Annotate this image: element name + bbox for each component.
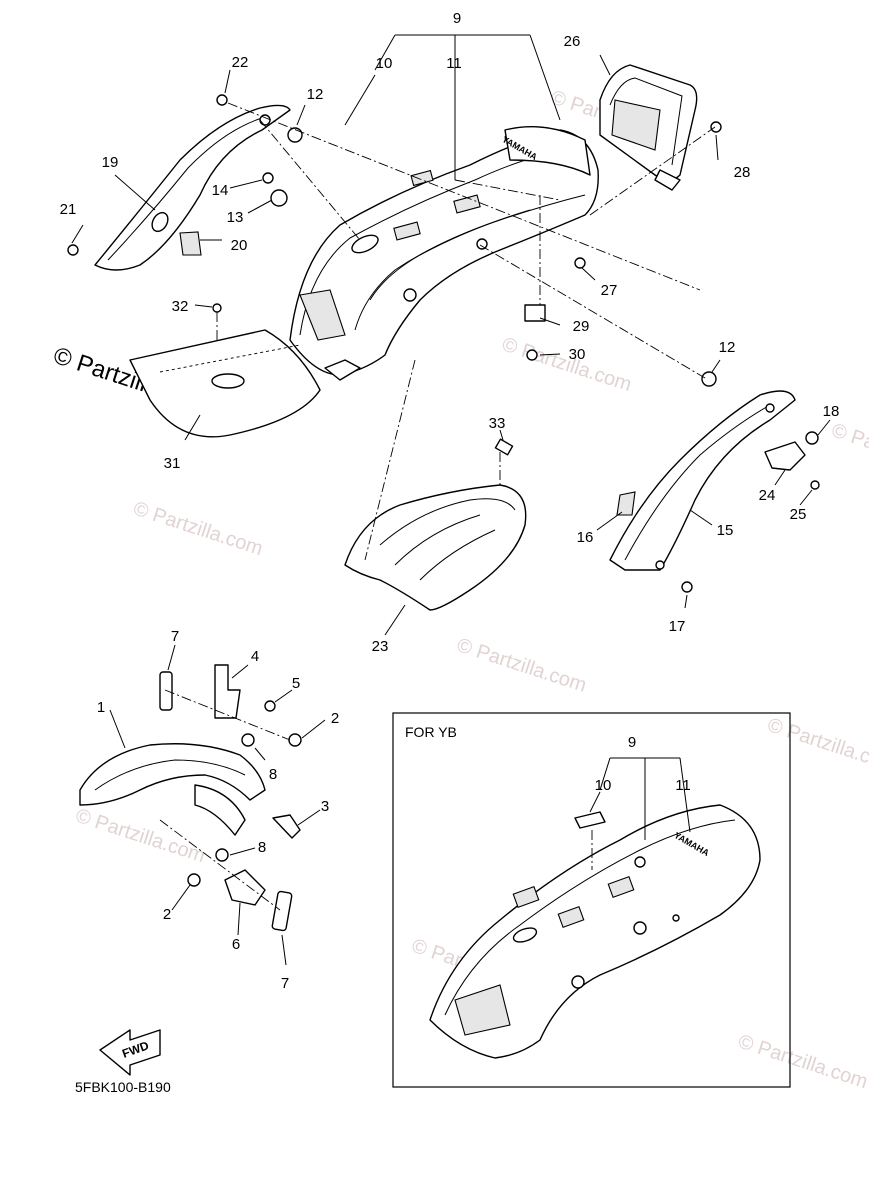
callout-18: 18	[823, 403, 840, 420]
callout-15: 15	[717, 522, 734, 539]
inset-callout-11: 11	[675, 777, 691, 794]
callout-4: 4	[251, 648, 259, 665]
callout-28: 28	[734, 164, 751, 181]
callout-19: 19	[102, 154, 119, 171]
callout-16: 16	[577, 529, 594, 546]
callout-24: 24	[759, 487, 776, 504]
callout-8: 8	[269, 766, 277, 783]
callout-9: 9	[453, 10, 461, 27]
watermark-text: © Partzilla.com	[735, 1031, 869, 1094]
callout-3: 3	[321, 798, 329, 815]
clamp-3	[272, 814, 301, 839]
callout-29: 29	[573, 318, 590, 335]
callout-25: 25	[790, 506, 807, 523]
callout-11: 11	[446, 55, 462, 72]
callout-21: 21	[60, 201, 77, 218]
watermark-text: © Partzilla.com	[73, 805, 208, 868]
fwd-arrow: FWD	[99, 1029, 161, 1076]
bracket-6	[224, 869, 266, 906]
callout-31: 31	[164, 455, 181, 472]
callout-33: 33	[489, 415, 506, 432]
rear-flap	[129, 329, 321, 438]
watermark-text: © Partzilla.com	[454, 634, 589, 697]
tail-light	[599, 64, 698, 191]
grab-bar-left	[94, 104, 291, 271]
diagram-code: 5FBK100-B190	[75, 1079, 171, 1095]
inner-fender	[344, 484, 527, 611]
callout-6: 6	[232, 936, 240, 953]
callout-7: 7	[171, 628, 179, 645]
callout-23: 23	[372, 638, 389, 655]
watermark-text: © Partzilla.com	[829, 420, 869, 483]
callout-22: 22	[232, 54, 249, 71]
callout-2b: 2	[163, 906, 171, 923]
callout-1: 1	[97, 699, 105, 716]
callout-26: 26	[564, 33, 581, 50]
callouts: 9 10 11 26 22 12 19 14 13 21 20 28 27 32…	[60, 10, 840, 992]
inset-callout-9: 9	[628, 734, 636, 751]
bracket-4	[214, 664, 241, 719]
callout-14: 14	[212, 182, 229, 199]
callout-30: 30	[569, 346, 586, 363]
watermark-text: © Partzilla.com	[499, 333, 634, 396]
rear-fender: YAMAHA	[289, 126, 599, 381]
watermark-text: © Partzilla.com	[765, 714, 869, 777]
inset-title: FOR YB	[405, 724, 457, 740]
leader-lines	[71, 34, 831, 966]
watermark-text: © Partzilla.com	[131, 498, 266, 561]
dash-lines	[159, 102, 716, 911]
callout-17: 17	[669, 618, 686, 635]
reflector-7	[159, 671, 173, 711]
callout-8b: 8	[258, 839, 266, 856]
callout-20: 20	[231, 237, 248, 254]
callout-10: 10	[376, 55, 393, 72]
inset-fender: YAMAHA	[429, 757, 761, 1059]
callout-12b: 12	[719, 339, 736, 356]
callout-2: 2	[331, 710, 339, 727]
inset-callout-10: 10	[595, 777, 612, 794]
reflector-7b	[271, 890, 293, 932]
callout-7b: 7	[281, 975, 289, 992]
callout-32: 32	[172, 298, 189, 315]
callout-13: 13	[227, 209, 244, 226]
grab-bar-right	[609, 390, 796, 571]
bracket-24	[764, 441, 806, 471]
hardware	[67, 94, 820, 887]
front-fender	[79, 743, 266, 836]
callout-27: 27	[601, 282, 618, 299]
callout-5: 5	[292, 675, 300, 692]
callout-12: 12	[307, 86, 324, 103]
inset-box	[392, 712, 791, 1088]
